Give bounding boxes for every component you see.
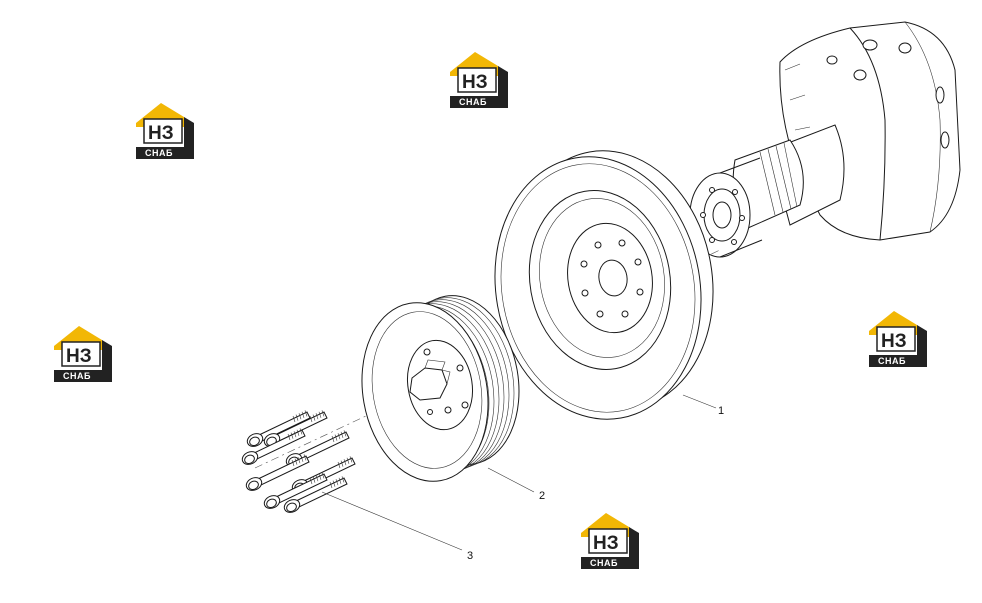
leader-line-1 bbox=[682, 394, 717, 409]
logo-sub-text: СНАБ bbox=[63, 371, 91, 381]
watermark-logo: НЗ СНАБ bbox=[450, 52, 508, 108]
callout-label-1: 1 bbox=[718, 405, 724, 417]
callout-label-2: 2 bbox=[539, 490, 545, 502]
logo-mark-text: НЗ bbox=[66, 346, 92, 367]
crankshaft-drawing bbox=[689, 21, 961, 258]
leader-line-2 bbox=[487, 467, 535, 493]
callout-3: 3 bbox=[321, 491, 473, 562]
logo-sub-text: СНАБ bbox=[459, 97, 487, 107]
bolt bbox=[241, 428, 306, 465]
watermark-logo: НЗ СНАБ bbox=[54, 326, 112, 382]
callout-1: 1 bbox=[682, 394, 724, 417]
logo-sub-text: СНАБ bbox=[878, 356, 906, 366]
logo-mark-text: НЗ bbox=[593, 533, 619, 554]
callout-2: 2 bbox=[487, 467, 545, 502]
logo-sub-text: СНАБ bbox=[145, 148, 173, 158]
part-2-ribbed-pulley bbox=[361, 295, 520, 482]
logo-mark-text: НЗ bbox=[881, 331, 907, 352]
logo-sub-text: СНАБ bbox=[590, 558, 618, 568]
part-1-damper-pulley bbox=[494, 150, 714, 420]
bolt bbox=[245, 454, 310, 491]
leader-line-3 bbox=[321, 491, 463, 551]
bolt bbox=[263, 472, 328, 509]
watermark-logo: НЗ СНАБ bbox=[581, 513, 639, 569]
logo-mark-text: НЗ bbox=[462, 72, 488, 93]
logo-mark-text: НЗ bbox=[148, 123, 174, 144]
part-3-bolts bbox=[241, 410, 356, 513]
watermark-logo: НЗ СНАБ bbox=[136, 103, 194, 159]
callout-label-3: 3 bbox=[467, 550, 473, 562]
watermark-logo: НЗ СНАБ bbox=[869, 311, 927, 367]
bolt bbox=[283, 476, 348, 513]
